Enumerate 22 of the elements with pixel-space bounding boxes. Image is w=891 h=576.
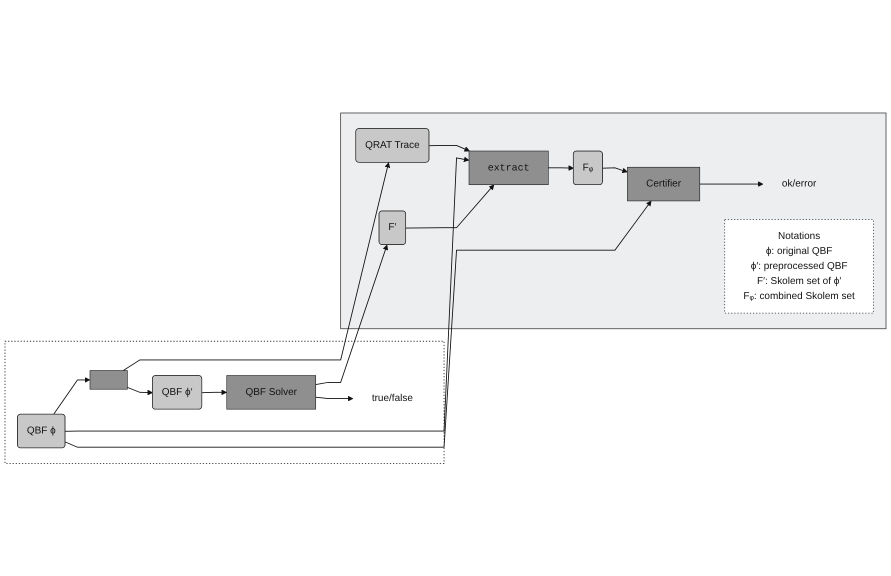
node-box: QBF Solver <box>226 375 316 410</box>
node-box: Notations ϕ: original QBF ϕ′: preprocessed QBF F′: Skolem set of ϕ′ Fᵩ: combined Skolem set <box>724 219 874 314</box>
arrow <box>126 386 153 396</box>
arrow <box>548 165 574 171</box>
arrow <box>202 389 227 395</box>
arrow <box>64 156 470 432</box>
node-text: ok/error <box>782 178 816 189</box>
arrow <box>122 162 390 371</box>
arrow <box>699 181 764 187</box>
arrow <box>64 200 652 448</box>
arrow <box>315 244 388 385</box>
arrow <box>315 396 354 402</box>
node-box <box>90 370 128 390</box>
cluster <box>4 340 445 464</box>
arrow <box>428 144 470 152</box>
arrow <box>602 167 628 173</box>
arrow <box>406 184 494 228</box>
node-box: extract <box>468 150 549 185</box>
cluster <box>340 112 886 329</box>
node-text: true/false <box>372 392 413 404</box>
arrow <box>53 376 90 415</box>
node-box: Certifier <box>627 166 700 201</box>
